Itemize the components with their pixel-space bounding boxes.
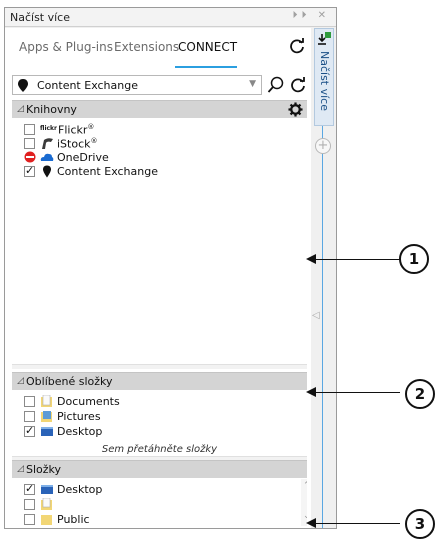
onedrive-cloud-icon (40, 153, 54, 161)
list-item[interactable]: Desktop (24, 424, 224, 439)
folder-icon (41, 498, 52, 510)
desktop-checkbox[interactable] (24, 424, 35, 437)
favorites-list: Documents Pictures Desktop Sem přetáhnět… (12, 391, 307, 459)
favorites-header[interactable]: ◿ Oblíbené složky (12, 372, 307, 390)
gear-icon[interactable] (288, 102, 303, 117)
splitter-handle[interactable] (12, 456, 307, 461)
onedrive-label: OneDrive (57, 151, 109, 164)
source-select[interactable]: Content Exchange ▼ (12, 75, 262, 95)
tab-load-more-label: Načíst více (318, 51, 331, 111)
collapse-caret-icon: ◿ (17, 104, 24, 114)
scroll-up-icon[interactable]: ⌃ (303, 481, 307, 491)
splitter-handle[interactable] (12, 364, 307, 369)
disconnected-icon (24, 151, 36, 163)
collapse-arrow-icon[interactable]: ◁ (312, 310, 320, 321)
callout-line (315, 259, 400, 260)
public-folder-icon (41, 515, 52, 525)
flickr-checkbox[interactable] (24, 124, 35, 135)
favorites-header-label: Oblíbené složky (26, 375, 113, 388)
content-exchange-pin-icon (18, 79, 28, 92)
istock-label: iStock® (57, 137, 98, 151)
documents-checkbox[interactable] (24, 396, 35, 407)
list-item[interactable]: Documents (24, 395, 224, 409)
docker-tab-strip: Načíst více + ◁ (312, 28, 336, 528)
refresh-icon[interactable] (289, 38, 305, 54)
list-item[interactable]: Desktop (24, 482, 224, 497)
content-exchange-checkbox[interactable] (24, 164, 35, 177)
pictures-folder-icon (41, 411, 52, 422)
collapse-caret-icon: ◿ (17, 464, 24, 474)
public-checkbox[interactable] (24, 514, 35, 525)
scroll-down-icon[interactable]: ⌄ (303, 511, 307, 521)
desktop-folder-icon (41, 485, 53, 494)
folders-scrollbar[interactable]: ⌃ ⌄ (301, 479, 307, 526)
callout-line (315, 392, 400, 393)
content-exchange-label: Content Exchange (57, 165, 158, 178)
pictures-checkbox[interactable] (24, 411, 35, 422)
search-icon[interactable] (267, 76, 285, 94)
documents-label: Documents (57, 395, 120, 408)
flickr-label: Flickr® (58, 123, 95, 137)
callout-1: 1 (399, 244, 429, 274)
main-panel: Apps & Plug-ins Extensions CONNECT Conte… (5, 28, 311, 528)
list-item[interactable]: Public (24, 513, 224, 526)
flickr-logo-icon: flickr (40, 125, 58, 132)
public-label: Public (57, 513, 90, 526)
active-tab-indicator (175, 66, 237, 68)
drop-folders-hint: Sem přetáhněte složky (101, 444, 218, 455)
add-docker-button[interactable]: + (315, 138, 331, 154)
docker-titlebar: Načíst více ⏵⏵ ✕ (5, 8, 336, 27)
libraries-header[interactable]: ◿ Knihovny (12, 100, 307, 118)
list-item[interactable]: OneDrive (24, 151, 224, 165)
tab-extensions[interactable]: Extensions (114, 40, 180, 54)
libraries-header-label: Knihovny (26, 103, 77, 116)
collapse-caret-icon: ◿ (17, 376, 24, 386)
istock-checkbox[interactable] (24, 138, 35, 149)
tab-apps-plugins[interactable]: Apps & Plug-ins (19, 40, 113, 54)
desktop-folder-label: Desktop (57, 483, 103, 496)
content-exchange-pin-icon (43, 165, 51, 178)
callout-2: 2 (405, 379, 435, 409)
callout-arrowhead (306, 254, 316, 264)
documents-folder-icon (41, 395, 52, 407)
source-toolbar: Content Exchange ▼ (5, 73, 311, 99)
tab-strip-divider (322, 126, 323, 528)
docker-title: Načíst více (10, 11, 70, 24)
tab-bar: Apps & Plug-ins Extensions CONNECT (5, 28, 311, 68)
desktop-folder-icon (41, 427, 53, 436)
list-item[interactable]: Content Exchange (24, 164, 224, 179)
list-item[interactable]: Pictures (24, 410, 224, 424)
desktop-label: Desktop (57, 425, 103, 438)
docker-controls[interactable]: ⏵⏵ ✕ (292, 10, 330, 21)
libraries-list: flickr Flickr® iStock® OneDrive (12, 119, 307, 363)
tab-connect[interactable]: CONNECT (178, 40, 238, 54)
refresh-icon[interactable] (290, 76, 306, 94)
tab-load-more[interactable]: Načíst více (314, 28, 334, 126)
folder-checkbox[interactable] (24, 499, 35, 510)
load-more-docker: Načíst více ⏵⏵ ✕ Apps & Plug-ins Extensi… (4, 7, 337, 529)
istock-logo-icon (42, 138, 53, 149)
callout-arrowhead (306, 387, 316, 397)
folders-header[interactable]: ◿ Složky (12, 460, 307, 478)
list-item[interactable]: flickr Flickr® (24, 123, 224, 137)
callout-3: 3 (405, 509, 435, 539)
folders-list: Desktop Public ⌃ ⌄ (12, 479, 307, 526)
list-item[interactable] (24, 498, 224, 512)
source-select-value: Content Exchange (37, 79, 138, 92)
callout-arrowhead (306, 518, 316, 528)
list-item[interactable]: iStock® (24, 137, 224, 151)
desktop-folder-checkbox[interactable] (24, 482, 35, 495)
callout-line (315, 523, 400, 524)
download-icon (318, 32, 331, 45)
chevron-down-icon: ▼ (249, 79, 256, 89)
pictures-label: Pictures (57, 410, 101, 423)
folders-header-label: Složky (26, 463, 62, 476)
